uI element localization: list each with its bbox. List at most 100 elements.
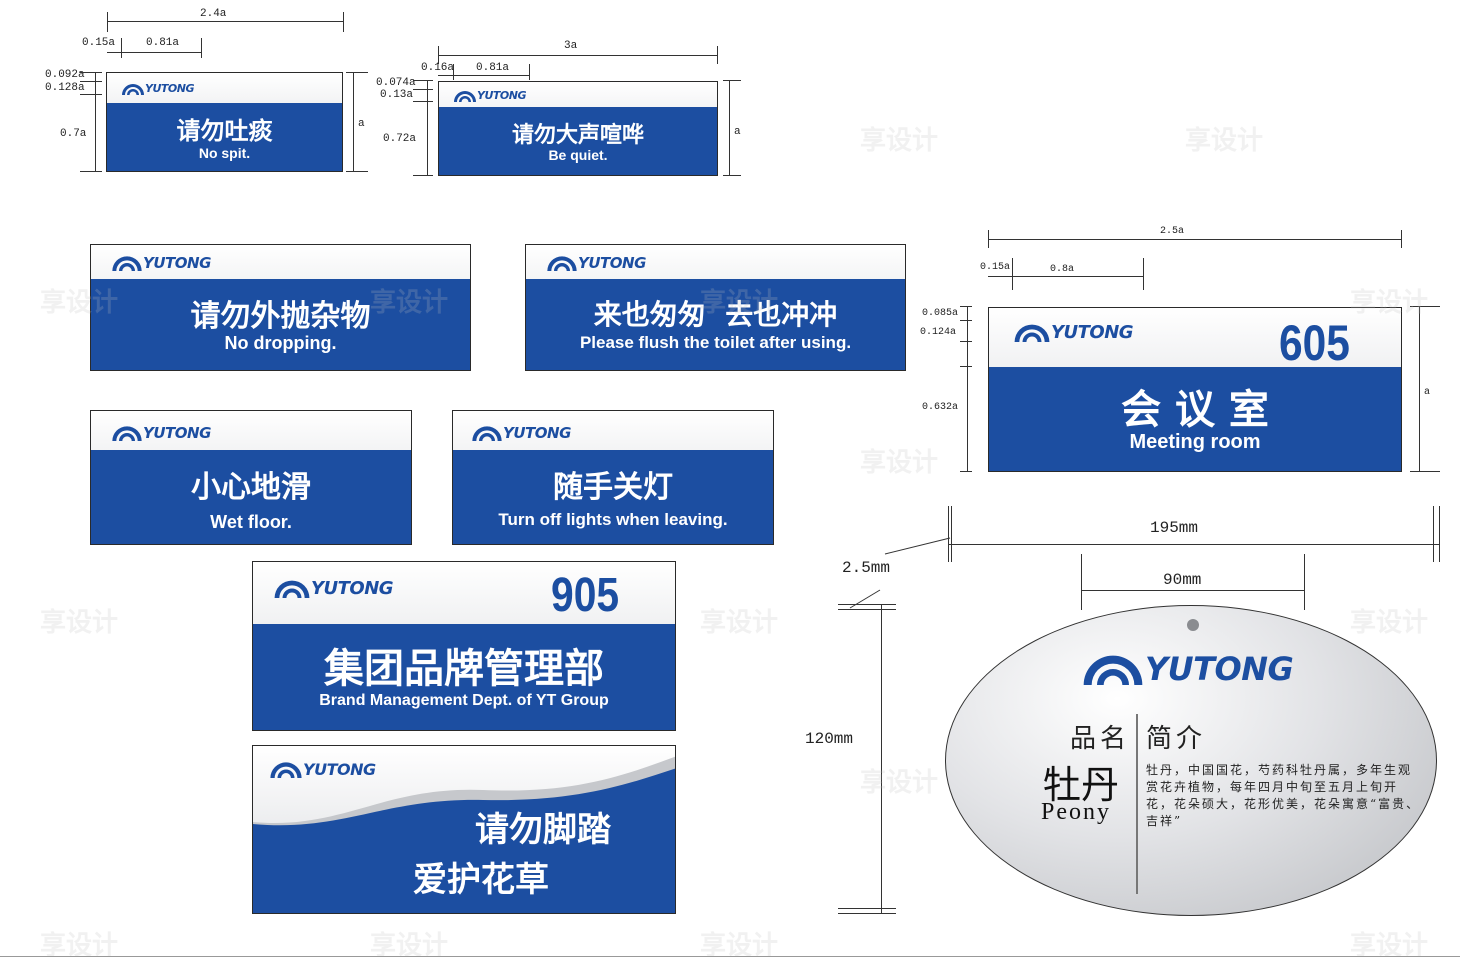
dim-label: a	[358, 118, 365, 130]
blue-band: 请勿吐痰 No spit.	[107, 103, 342, 171]
sign-title-cn: 随手关灯	[553, 470, 673, 505]
yutong-logo-icon	[122, 83, 144, 95]
sign-flush: YUTONG 来也匆匆 去也冲冲 Please flush the toilet…	[525, 244, 906, 371]
dim-line	[343, 12, 344, 32]
intro-text: 牡丹，中国国花，芍药科牡丹属，多年生观赏花卉植物，每年四月中旬至五月上旬开花，花…	[1146, 763, 1421, 828]
sign-title-en: No dropping.	[224, 333, 337, 353]
dim-line	[346, 72, 368, 73]
dim-label: 2.4a	[200, 8, 227, 20]
sign-title-en: Brand Management Dept. of YT Group	[319, 692, 609, 709]
dim-line	[1410, 471, 1440, 472]
yutong-logo: YUTONG	[471, 424, 571, 442]
sign-no-dropping: YUTONG 请勿外抛杂物 No dropping.	[90, 244, 471, 371]
dim-line	[453, 64, 454, 80]
dim-line	[960, 471, 972, 472]
dim-label: 0.7a	[60, 128, 87, 140]
yutong-logo-icon	[1014, 324, 1050, 342]
sign-title-cn: 请勿外抛杂物	[190, 299, 371, 334]
dim-label: 0.124a	[920, 327, 957, 338]
dim-label: 0.074a	[376, 77, 416, 89]
dim-line	[960, 306, 972, 307]
watermark: 享设计	[1350, 608, 1429, 638]
dim-label: 0.81a	[146, 37, 180, 49]
dim-label: 120mm	[805, 730, 854, 748]
bottom-rule	[0, 956, 1460, 957]
name-label: 品名	[1070, 724, 1131, 754]
sign-brand-dept: YUTONG 905 集团品牌管理部 Brand Management Dept…	[252, 561, 676, 731]
dim-line	[1081, 554, 1082, 610]
sign-meeting-room: YUTONG 605 会 议 室 Meeting room	[988, 307, 1402, 472]
sign-title-cn: 集团品牌管理部	[324, 646, 604, 692]
dim-label: 0.632a	[922, 402, 959, 413]
intro-label: 简介	[1146, 724, 1207, 754]
dim-label: a	[1424, 387, 1431, 398]
dim-label: 0.128a	[45, 82, 85, 94]
sign-title-en: No spit.	[198, 145, 251, 161]
dim-label: 2.5mm	[842, 559, 891, 577]
sign-title-en: Please flush the toilet after using.	[579, 333, 852, 352]
sign-title-en: Be quiet.	[548, 147, 608, 163]
yutong-logo: YUTONG	[111, 424, 211, 442]
dim-label: 3a	[564, 40, 578, 52]
sign-title-cn: 来也匆匆 去也冲冲	[593, 298, 838, 331]
logo-text: YUTONG	[145, 82, 195, 95]
dim-line	[80, 72, 102, 73]
dim-label: 0.092a	[45, 69, 85, 81]
logo-text: YUTONG	[578, 254, 646, 272]
dim-line	[427, 80, 428, 175]
dim-label: 0.15a	[82, 37, 116, 49]
yutong-logo-icon	[112, 426, 142, 441]
yutong-logo-icon	[1083, 655, 1143, 685]
yutong-logo-icon	[547, 256, 577, 271]
logo-text: YUTONG	[1145, 650, 1294, 688]
sign-title-cn: 请勿大声喧哗	[511, 123, 644, 148]
dim-line	[1410, 306, 1440, 307]
dim-label: 2.5a	[1160, 226, 1185, 237]
dim-line	[723, 80, 741, 81]
dim-line	[838, 604, 896, 605]
dim-line	[948, 544, 1440, 545]
blue-band: 小心地滑 Wet floor.	[91, 450, 411, 544]
wave-band	[253, 756, 675, 913]
dim-line	[413, 101, 433, 102]
yutong-logo: YUTONG	[1081, 650, 1294, 688]
dim-line	[80, 171, 102, 172]
logo-text: YUTONG	[143, 424, 211, 442]
plant-name-en: Peony	[1041, 799, 1111, 825]
blue-band: 来也匆匆 去也冲冲 Please flush the toilet after …	[526, 279, 905, 370]
dim-line	[413, 89, 433, 90]
blue-band: 请勿外抛杂物 No dropping.	[91, 279, 470, 370]
dim-line	[413, 175, 433, 176]
logo-text: YUTONG	[143, 254, 211, 272]
dim-line	[1304, 554, 1305, 610]
watermark: 享设计	[1350, 288, 1429, 318]
yutong-logo: YUTONG	[269, 760, 376, 779]
dim-line	[729, 80, 730, 175]
dim-line	[353, 72, 354, 172]
dim-line	[80, 81, 102, 82]
sign-title-en: Meeting room	[1129, 431, 1261, 453]
dim-line	[881, 604, 882, 913]
dim-line	[838, 609, 896, 610]
dim-line	[1143, 258, 1144, 290]
dim-line	[80, 94, 102, 95]
dim-line	[121, 38, 122, 58]
logo-text: YUTONG	[477, 89, 527, 102]
logo-text: YUTONG	[503, 424, 571, 442]
leader-line	[849, 537, 951, 609]
dim-line	[951, 506, 952, 562]
sign-wet-floor: YUTONG 小心地滑 Wet floor.	[90, 410, 412, 545]
watermark: 享设计	[700, 608, 779, 638]
dim-line	[948, 506, 949, 562]
hanging-hole	[1187, 619, 1199, 631]
yutong-logo-icon	[112, 256, 142, 271]
watermark: 享设计	[860, 448, 939, 478]
dim-line	[838, 908, 896, 909]
blue-band: 会 议 室 Meeting room	[989, 367, 1401, 471]
dim-line	[438, 46, 439, 64]
watermark: 享设计	[860, 126, 939, 156]
yutong-logo-icon	[274, 580, 310, 598]
dim-label: 0.8a	[1050, 264, 1075, 275]
watermark: 享设计	[700, 288, 779, 318]
dim-line	[967, 306, 968, 472]
